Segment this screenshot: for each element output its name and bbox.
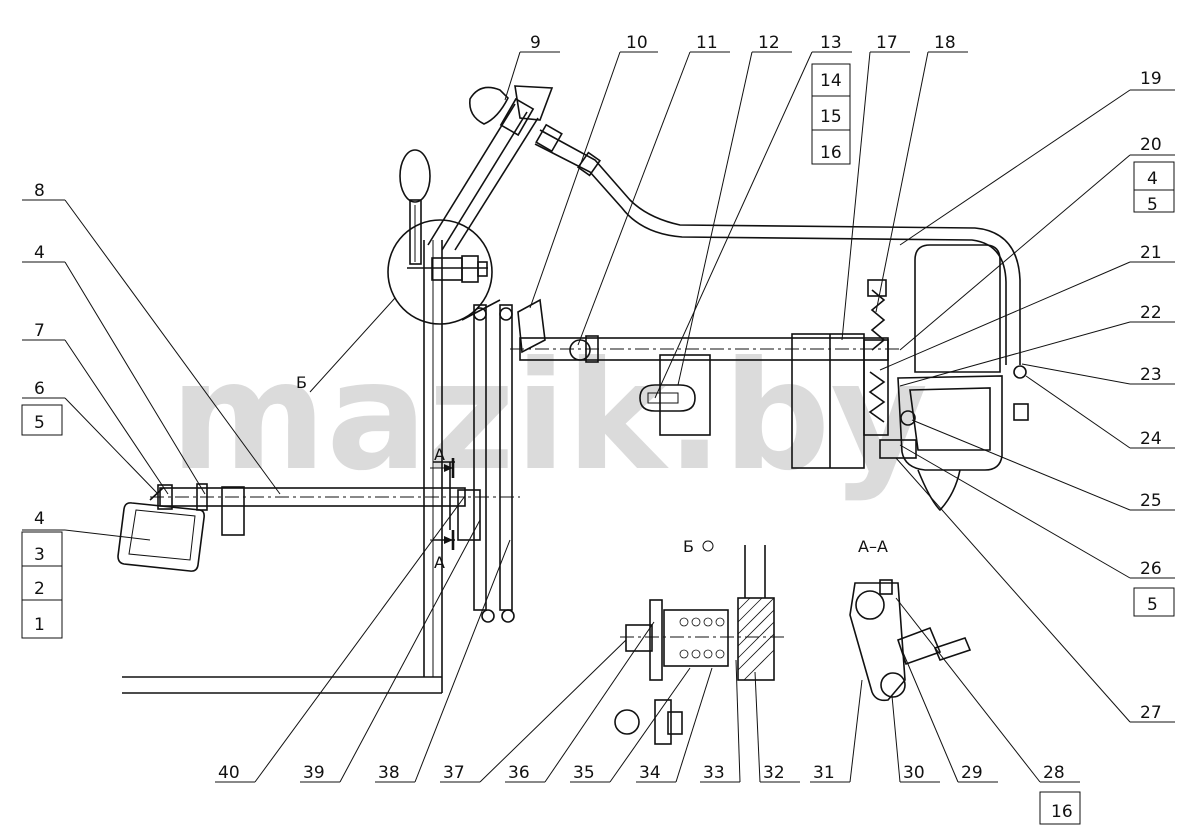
callout-26: 26 (1140, 559, 1162, 579)
detail-b-label: Б (296, 373, 307, 392)
callout-14: 14 (820, 71, 842, 91)
callout-27: 27 (1140, 703, 1162, 723)
callout-4-stack: 4 (34, 509, 45, 529)
curved-rod (534, 123, 1027, 379)
callout-17: 17 (876, 33, 898, 53)
callout-10: 10 (626, 33, 648, 53)
leader-lines (22, 51, 1175, 783)
callout-numbers: 9 10 11 12 13 17 18 14 15 16 19 20 4 5 2… (34, 33, 1162, 822)
callout-12: 12 (758, 33, 780, 53)
callout-1: 1 (34, 615, 45, 635)
callout-25: 25 (1140, 491, 1162, 511)
detail-b-view-label: Б (683, 537, 694, 556)
callout-22: 22 (1140, 303, 1162, 323)
callout-31: 31 (813, 763, 835, 783)
vertical-links (433, 299, 515, 623)
callout-38: 38 (378, 763, 400, 783)
callout-37: 37 (443, 763, 465, 783)
callout-40: 40 (218, 763, 240, 783)
section-mark-a-bottom: А (434, 553, 445, 572)
callout-20-stack-4: 4 (1147, 169, 1158, 189)
callout-28: 28 (1043, 763, 1065, 783)
callout-2: 2 (34, 579, 45, 599)
callout-21: 21 (1140, 243, 1162, 263)
callout-39: 39 (303, 763, 325, 783)
callout-15: 15 (820, 107, 842, 127)
upper-lever (427, 85, 554, 251)
callout-32: 32 (763, 763, 785, 783)
callout-33: 33 (703, 763, 725, 783)
callout-13: 13 (820, 33, 842, 53)
callout-24: 24 (1140, 429, 1162, 449)
callout-20: 20 (1140, 135, 1162, 155)
watermark: mazik.by (170, 330, 928, 504)
pedal-pad (117, 487, 205, 572)
detail-circle-b (387, 219, 493, 325)
callout-29: 29 (961, 763, 983, 783)
housing (897, 244, 1029, 512)
callout-35: 35 (573, 763, 595, 783)
spring-ratchet (867, 279, 917, 459)
section-aa-label: А–А (858, 537, 888, 556)
callout-28-stack-16: 16 (1051, 802, 1073, 822)
callout-26-stack-5: 5 (1147, 595, 1158, 615)
callout-7: 7 (34, 321, 45, 341)
callout-19: 19 (1140, 69, 1162, 89)
section-marks (430, 458, 455, 550)
frame (122, 240, 443, 694)
callout-20-stack-5: 5 (1147, 195, 1158, 215)
callout-11: 11 (696, 33, 718, 53)
detail-view-b (614, 545, 785, 745)
callout-18: 18 (934, 33, 956, 53)
callout-6: 6 (34, 379, 45, 399)
section-labels: Б Б А–А А А (296, 373, 888, 572)
callout-30: 30 (903, 763, 925, 783)
hand-lever (399, 149, 431, 265)
callout-8: 8 (34, 181, 45, 201)
section-mark-a-top: А (434, 445, 445, 464)
right-block (791, 333, 889, 469)
callout-5-left: 5 (34, 413, 45, 433)
callout-36: 36 (508, 763, 530, 783)
callout-9: 9 (530, 33, 541, 53)
callout-4-upper: 4 (34, 243, 45, 263)
callout-34: 34 (639, 763, 661, 783)
section-view-aa (849, 579, 972, 702)
callout-3: 3 (34, 545, 45, 565)
label-boxes (21, 63, 1175, 825)
callout-16: 16 (820, 143, 842, 163)
callout-23: 23 (1140, 365, 1162, 385)
